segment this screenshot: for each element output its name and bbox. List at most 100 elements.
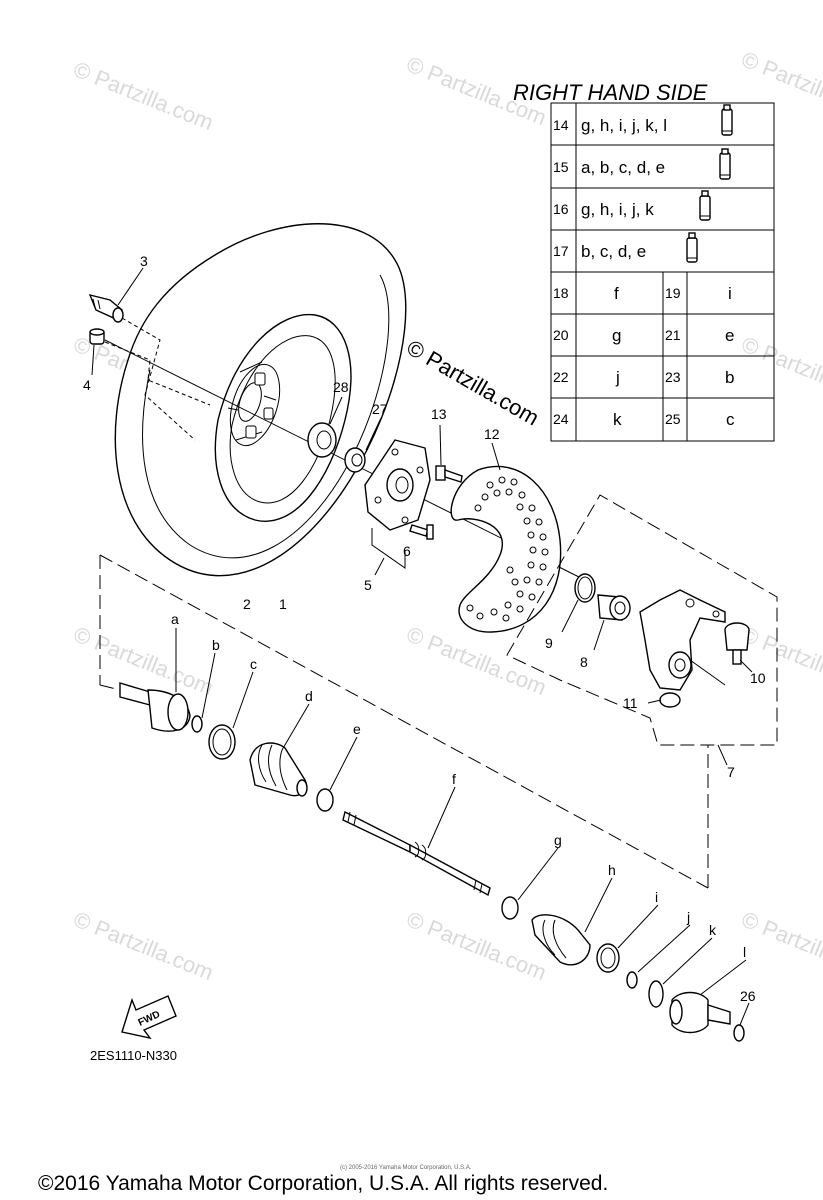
o-ring (648, 980, 664, 1008)
callout-10: 10 (750, 670, 766, 686)
wheel-tire-assembly (114, 223, 407, 577)
grease-tube-icon (686, 232, 698, 263)
boot-band-small (316, 788, 334, 812)
callout-27: 27 (372, 401, 388, 417)
drive-shaft-group-outline (99, 555, 121, 691)
inner-cv-boot (531, 914, 591, 966)
callout-12: 12 (484, 426, 500, 442)
watermark: © Partzilla.com (403, 906, 550, 985)
wheel-spacer (307, 422, 337, 458)
callout-i: i (655, 889, 658, 905)
wheel-nut (344, 447, 366, 473)
table-row-letter: j (615, 368, 620, 387)
valve-stem (88, 293, 124, 323)
diagram-code: 2ES1110-N330 (90, 1048, 177, 1063)
callout-1: 1 (279, 596, 287, 612)
table-row-number: 17 (553, 243, 569, 259)
grease-tube-icon (721, 104, 733, 136)
callout-5: 5 (364, 577, 372, 593)
wheel-hub (364, 439, 431, 531)
rhs-table: RIGHT HAND SIDE 14 g, h, i, j, k, l 15 a… (513, 80, 775, 442)
table-title: RIGHT HAND SIDE (513, 80, 708, 105)
table-row-parts: b, c, d, e (581, 242, 646, 261)
table-row-number: 19 (665, 285, 681, 301)
steering-knuckle (639, 589, 726, 691)
watermark: © Partzilla.com (738, 621, 823, 700)
grease-tube-icon (719, 148, 731, 180)
callout-4: 4 (83, 377, 91, 393)
table-row-number: 21 (665, 327, 681, 343)
table-row-letter: g (612, 326, 621, 345)
table-row-letter: c (726, 410, 735, 429)
shaft-circlip (733, 1024, 745, 1042)
table-row-parts: a, b, c, d, e (581, 158, 665, 177)
knuckle-group-outline (506, 494, 778, 746)
callout-labels: 3 4 28 27 13 12 6 5 2 1 9 8 10 11 7 26 a… (83, 253, 766, 1004)
table-row-number: 22 (553, 369, 569, 385)
table-row-number: 23 (665, 369, 681, 385)
callout-6: 6 (403, 543, 411, 559)
callout-13: 13 (431, 406, 447, 422)
grease-tube-icon (699, 190, 711, 221)
disc-bolt (435, 465, 463, 483)
callout-2: 2 (243, 596, 251, 612)
watermark: © Partzilla.com (738, 46, 823, 125)
table-row-letter: b (725, 368, 734, 387)
boot-band (191, 715, 203, 733)
callout-f: f (452, 771, 456, 787)
fwd-arrow-icon: FWD (121, 995, 177, 1040)
copyright-notice: ©2016 Yamaha Motor Corporation, U.S.A. A… (38, 1172, 608, 1195)
table-row-parts: g, h, i, j, k (581, 200, 654, 219)
callout-h: h (608, 862, 616, 878)
hub-bolt (409, 524, 434, 540)
callout-b: b (212, 637, 220, 653)
callout-e: e (353, 721, 361, 737)
table-row-number: 15 (553, 159, 569, 175)
knuckle-circlip (659, 692, 681, 708)
watermark-main: © Partzilla.com (403, 335, 544, 431)
table-row-letter: f (614, 284, 619, 303)
watermark: © Partzilla.com (70, 56, 217, 135)
callout-26: 26 (740, 988, 756, 1004)
wheel-rim (214, 313, 352, 522)
callout-k: k (709, 922, 717, 938)
callout-d: d (305, 688, 313, 704)
cv-boot (249, 742, 308, 797)
callout-g: g (554, 832, 562, 848)
boot-band-inner (501, 896, 519, 920)
callout-l: l (743, 944, 746, 960)
table-row-letter: e (725, 326, 734, 345)
drive-shaft (342, 810, 491, 897)
table-row-letter: k (613, 410, 622, 429)
table-row-number: 25 (665, 411, 681, 427)
brake-disc (450, 465, 562, 633)
table-row-number: 16 (553, 201, 569, 217)
tiny-copyright: (c) 2005-2016 Yamaha Motor Corporation, … (340, 1165, 472, 1171)
callout-8: 8 (580, 654, 588, 670)
callout-7: 7 (727, 764, 735, 780)
circlip (574, 573, 596, 603)
callout-11: 11 (623, 695, 638, 711)
circlip-j (626, 971, 638, 989)
callout-3: 3 (140, 253, 148, 269)
table-row-number: 20 (553, 327, 569, 343)
boot-clamp (208, 724, 236, 760)
watermark: © Partzilla.com (403, 621, 550, 700)
watermark: © Partzilla.com (70, 621, 217, 700)
callout-c: c (250, 656, 257, 672)
outer-cv-joint (119, 682, 191, 732)
watermark: © Partzilla.com (70, 906, 217, 985)
table-row-parts: g, h, i, j, k, l (581, 116, 667, 135)
callout-j: j (686, 909, 690, 925)
inner-cv-joint (669, 991, 731, 1034)
wheel-bearing (597, 594, 631, 621)
table-row-number: 24 (553, 411, 569, 427)
table-row-letter: i (728, 284, 732, 303)
table-row-number: 18 (553, 285, 569, 301)
ball-joint (724, 622, 750, 665)
inner-boot-clamp (596, 943, 620, 973)
valve-cap (89, 328, 105, 345)
callout-28: 28 (333, 379, 349, 395)
table-row-number: 14 (553, 117, 569, 133)
